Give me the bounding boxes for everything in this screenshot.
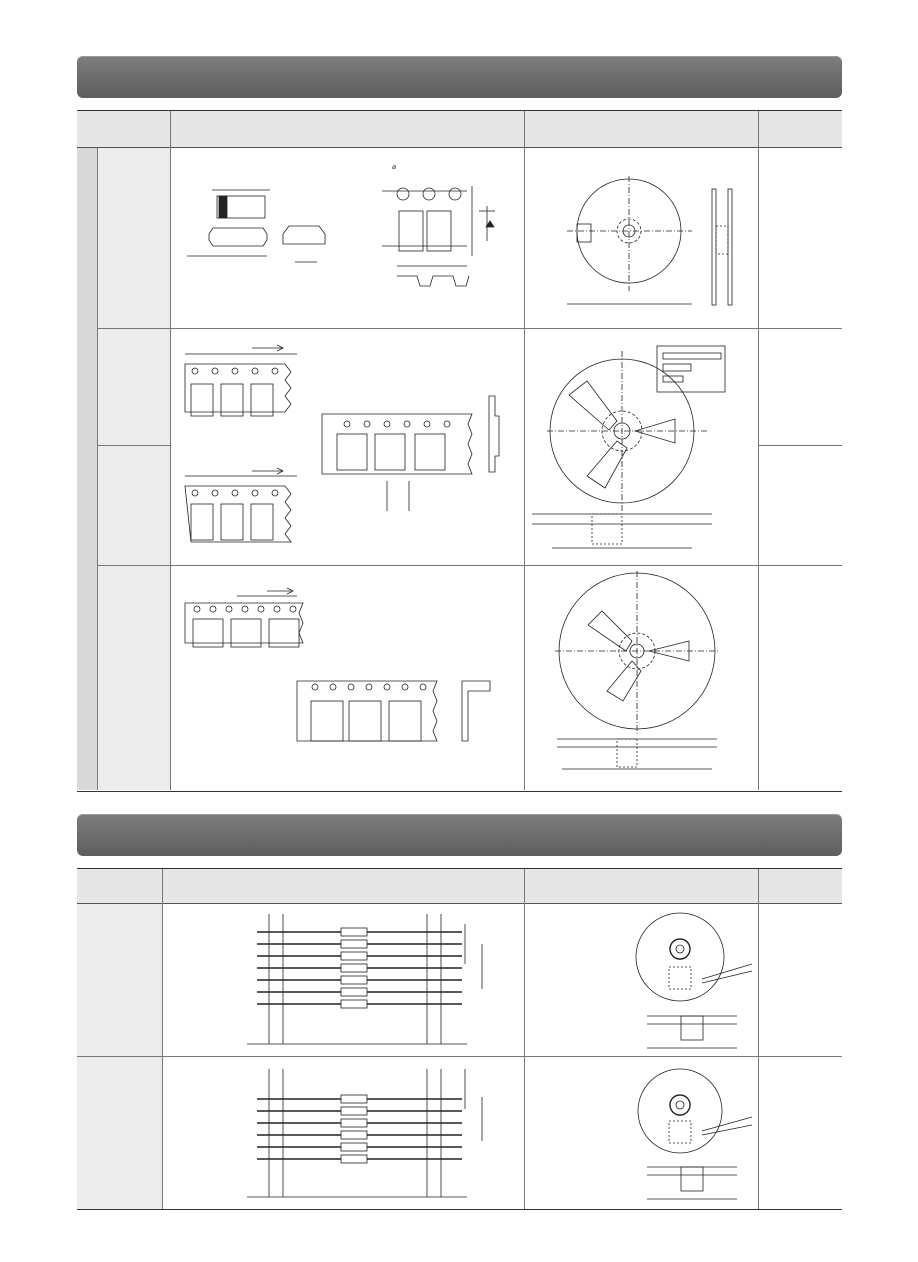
component-drawing-row2: [177, 336, 517, 566]
table-header-2: [77, 869, 842, 904]
section-banner-1: [77, 56, 842, 98]
axial-tape-drawing-2: [247, 1069, 487, 1204]
table-header-1: [77, 111, 842, 148]
spec-table-1: ⌀: [77, 110, 842, 792]
spec-table-2: [77, 868, 842, 1210]
section-banner-2: [77, 814, 842, 856]
reel-drawing-row3: [537, 571, 757, 791]
component-drawing-row1: ⌀: [177, 156, 517, 316]
dim-label: ⌀: [392, 163, 396, 171]
component-drawing-row3: [177, 581, 517, 781]
axial-tape-drawing-1: [247, 914, 487, 1054]
reel-drawing-row1: [547, 156, 777, 316]
row-group-strip: [77, 148, 97, 790]
row-label-column: [97, 148, 170, 790]
axial-reel-drawing-2: [577, 1067, 777, 1207]
axial-reel-drawing-1: [577, 909, 777, 1054]
reel-drawing-row2: [527, 336, 757, 566]
